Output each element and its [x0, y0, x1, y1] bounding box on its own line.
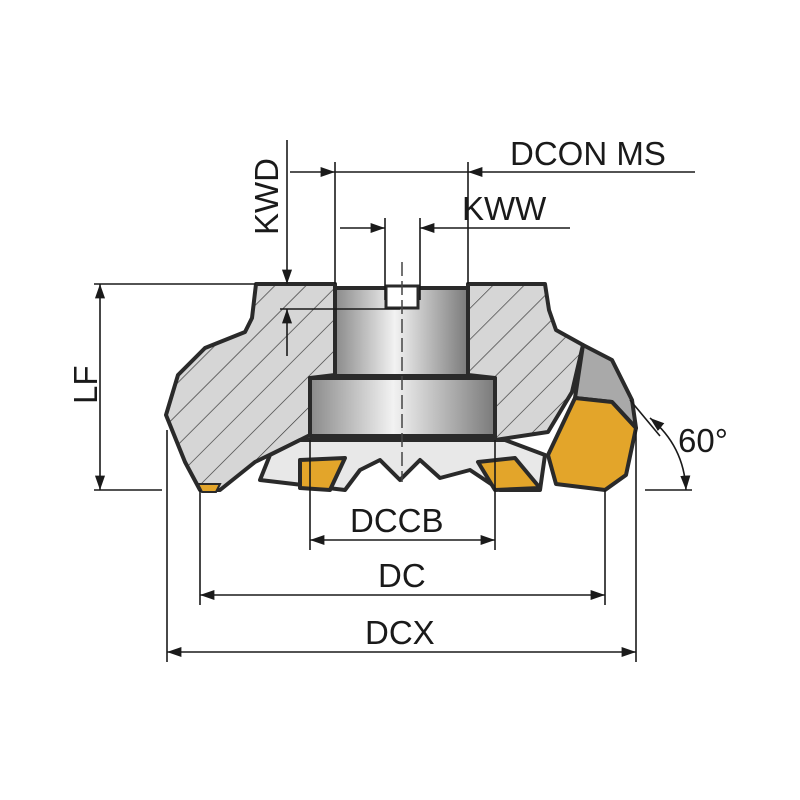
dimension-angle: 60° — [629, 399, 728, 491]
dimension-dc: DC — [199, 490, 606, 605]
insert-small-left — [298, 456, 347, 492]
dimension-dcon-ms: DCON MS — [290, 135, 695, 284]
label-lf: LF — [67, 365, 104, 404]
label-angle: 60° — [678, 422, 728, 459]
label-dcon-ms: DCON MS — [510, 135, 666, 172]
insert-small-right — [476, 456, 542, 492]
dimension-kww: KWW — [340, 190, 570, 300]
label-dcx: DCX — [365, 614, 435, 651]
label-kwd: KWD — [248, 158, 285, 235]
dimension-dcx: DCX — [166, 430, 637, 662]
insert-main — [546, 396, 638, 492]
dimension-lf: LF — [67, 283, 256, 491]
dimension-dccb: DCCB — [309, 440, 496, 550]
cutter-body — [164, 262, 638, 493]
label-dccb: DCCB — [350, 502, 444, 539]
label-dc: DC — [378, 557, 426, 594]
key-slot — [384, 284, 420, 310]
label-kww: KWW — [462, 190, 547, 227]
insert-edge-left — [196, 483, 222, 493]
dimension-kwd: KWD — [248, 140, 400, 356]
